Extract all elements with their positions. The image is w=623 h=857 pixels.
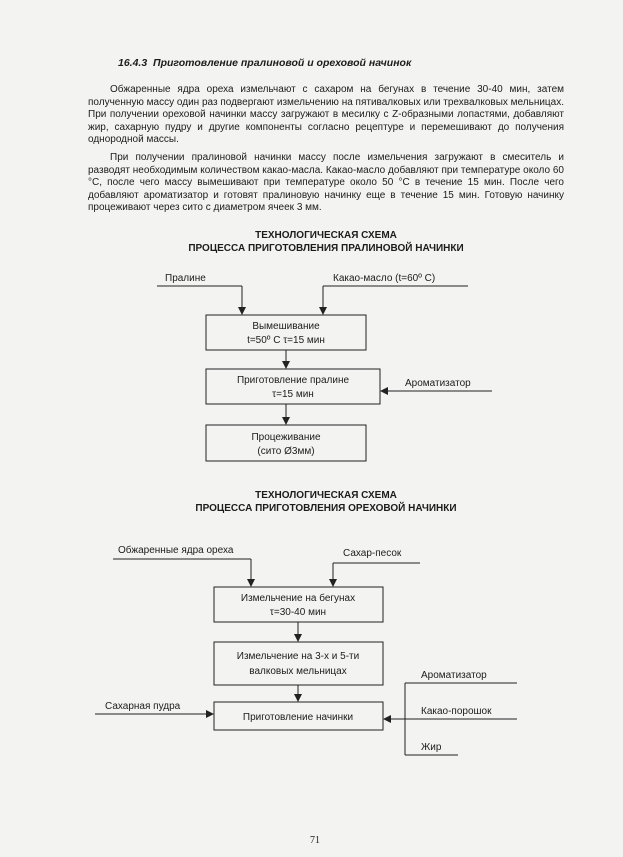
step-straining-box <box>205 424 367 462</box>
connector-1-2-arrow <box>282 361 290 369</box>
paragraph-1: Обжаренные ядра ореха измельчают с сахар… <box>88 84 564 146</box>
section-number: 16.4.3 <box>118 57 148 69</box>
section-heading: 16.4.3 Приготовление пралиновой и орехов… <box>118 57 411 69</box>
scheme2-title-line2: ПРОЦЕССА ПРИГОТОВЛЕНИЯ ОРЕХОВОЙ НАЧИНКИ <box>195 502 457 514</box>
step-straining-params: (сито Ø3мм) <box>257 446 314 457</box>
input-flavoring-label: Ароматизатор <box>405 378 471 389</box>
step-runner-grinding-params: τ=30-40 мин <box>270 607 326 618</box>
input-praline-label: Пралине <box>165 273 206 284</box>
step-praline-prep-box <box>205 368 381 405</box>
input-roasted-nuts-label: Обжаренные ядра ореха <box>118 544 234 556</box>
input-cocoa-powder-label: Какао-порошок <box>421 706 492 717</box>
scheme1-title-line1: ТЕХНОЛОГИЧЕСКАЯ СХЕМА <box>255 230 397 241</box>
section-title: Приготовление пралиновой и ореховой начи… <box>153 57 412 69</box>
step-roller-mill-line1: Измельчение на 3-х и 5-ти <box>237 651 359 662</box>
step-runner-grinding-name: Измельчение на бегунах <box>241 592 355 604</box>
input-cocoa-butter-label: Какао-масло (t=60º С) <box>333 273 435 284</box>
step-roller-mill-line2: валковых мельницах <box>249 666 346 677</box>
input-flavoring-arrow <box>380 387 388 395</box>
step-straining-name: Процеживание <box>251 432 321 443</box>
input-powdered-sugar-arrow <box>206 710 214 718</box>
paragraph-2: При получении пралиновой начинки массу п… <box>88 152 564 214</box>
step-roller-mill-box <box>213 641 384 686</box>
page-number: 71 <box>310 835 320 846</box>
input-flavoring2-label: Ароматизатор <box>421 670 487 681</box>
scheme2-title-line1: ТЕХНОЛОГИЧЕСКАЯ СХЕМА <box>255 490 397 501</box>
connector-2-3-arrow <box>282 417 290 425</box>
input-praline-arrow <box>238 307 246 315</box>
input-sugar-label: Сахар-песок <box>343 548 402 559</box>
step-filling-prep-box <box>213 701 384 731</box>
step-mixing-params: t=50º С τ=15 мин <box>247 335 325 346</box>
step-praline-prep-params: τ=15 мин <box>272 389 314 400</box>
scheme1-title-line2: ПРОЦЕССА ПРИГОТОВЛЕНИЯ ПРАЛИНОВОЙ НАЧИНК… <box>188 242 464 254</box>
scheme2-diagram: Обжаренные ядра ореха Сахар-песок Измель… <box>95 544 517 756</box>
right-inputs-arrow <box>383 715 391 723</box>
input-roasted-nuts-arrow <box>247 579 255 587</box>
input-powdered-sugar-label: Сахарная пудра <box>105 701 181 712</box>
step-filling-prep-name: Приготовление начинки <box>243 712 353 723</box>
step-mixing-name: Вымешивание <box>252 321 320 332</box>
connector-s2-2-3-arrow <box>294 694 302 702</box>
input-cocoa-butter-arrow <box>319 307 327 315</box>
connector-s2-1-2-arrow <box>294 634 302 642</box>
step-praline-prep-name: Приготовление пралине <box>237 375 350 386</box>
scheme1-title: ТЕХНОЛОГИЧЕСКАЯ СХЕМА ПРОЦЕССА ПРИГОТОВЛ… <box>88 230 564 255</box>
scheme2-title: ТЕХНОЛОГИЧЕСКАЯ СХЕМА ПРОЦЕССА ПРИГОТОВЛ… <box>88 490 564 515</box>
input-sugar-arrow <box>329 579 337 587</box>
scheme1-diagram: Пралине Какао-масло (t=60º С) Вымешивани… <box>157 273 492 462</box>
input-fat-label: Жир <box>421 742 442 753</box>
